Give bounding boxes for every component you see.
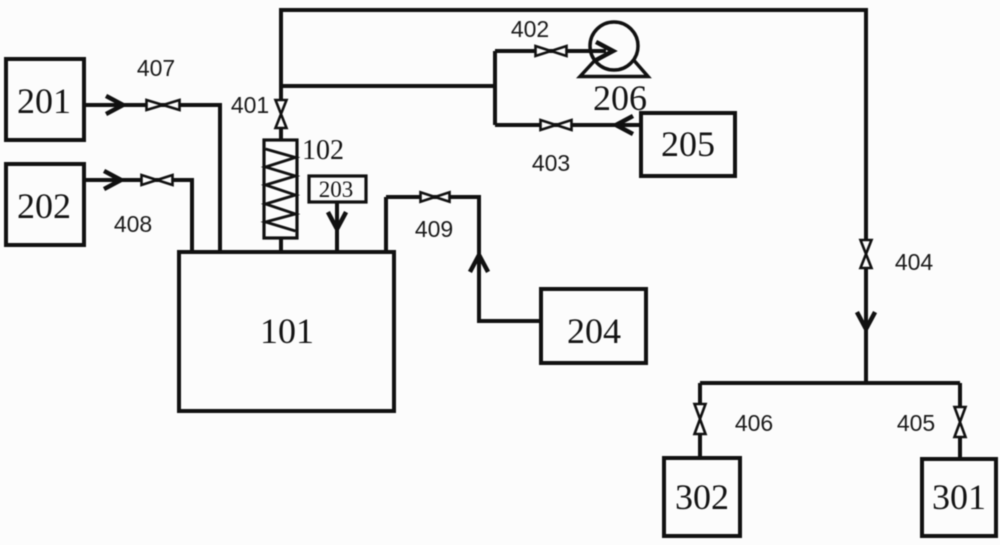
svg-text:301: 301 — [932, 477, 986, 517]
svg-text:403: 403 — [532, 150, 570, 176]
svg-text:205: 205 — [661, 124, 715, 164]
svg-text:203: 203 — [319, 177, 354, 202]
svg-text:406: 406 — [735, 410, 773, 436]
svg-text:101: 101 — [260, 311, 314, 351]
svg-text:202: 202 — [17, 186, 71, 226]
svg-text:206: 206 — [593, 78, 647, 118]
svg-text:407: 407 — [137, 55, 175, 81]
svg-text:405: 405 — [897, 410, 935, 436]
svg-text:408: 408 — [114, 211, 152, 237]
svg-text:302: 302 — [675, 477, 729, 517]
svg-text:102: 102 — [302, 135, 344, 166]
svg-text:409: 409 — [415, 216, 453, 242]
svg-text:201: 201 — [17, 81, 71, 121]
svg-text:204: 204 — [567, 311, 621, 351]
svg-text:404: 404 — [895, 249, 934, 275]
svg-text:402: 402 — [511, 16, 549, 42]
svg-text:401: 401 — [231, 92, 269, 118]
